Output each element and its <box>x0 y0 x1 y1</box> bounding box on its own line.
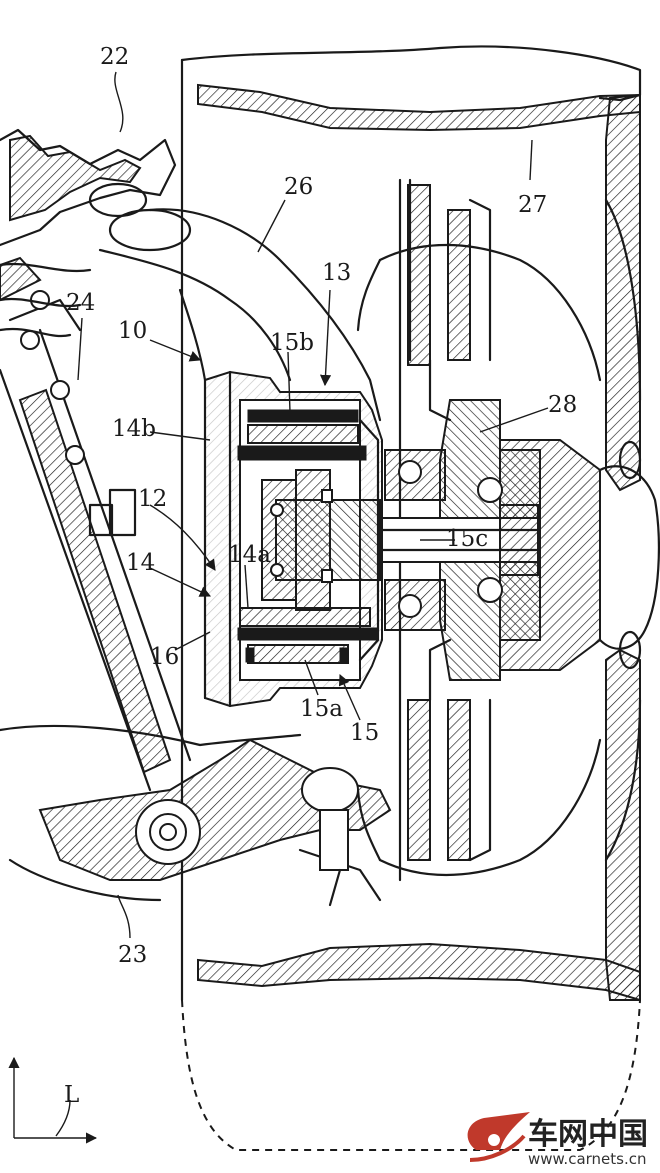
label-14a: 14a <box>228 542 271 568</box>
reference-labels: 22 26 27 13 24 10 15b 28 14b 12 15c 14a … <box>64 44 577 1108</box>
wheel-rim <box>180 45 660 1151</box>
label-13: 13 <box>322 260 351 286</box>
label-10: 10 <box>118 318 147 344</box>
label-15a: 15a <box>300 696 343 722</box>
label-24: 24 <box>66 290 95 316</box>
label-23: 23 <box>118 942 147 968</box>
label-L: L <box>64 1082 79 1108</box>
label-22: 22 <box>100 44 129 70</box>
label-28: 28 <box>548 392 577 418</box>
label-15: 15 <box>350 720 379 746</box>
lower-arm-23 <box>0 724 392 907</box>
label-27: 27 <box>518 192 547 218</box>
label-15c: 15c <box>446 526 488 552</box>
label-12: 12 <box>138 486 167 512</box>
leader-lines <box>77 71 549 939</box>
knuckle-arm-26 <box>98 208 382 422</box>
damper-24 <box>0 256 192 792</box>
carnets-logo <box>467 1112 530 1162</box>
label-16: 16 <box>150 644 179 670</box>
watermark-url: www.carnets.cn <box>528 1150 647 1168</box>
hub-shaft <box>379 399 542 681</box>
upper-link-22 <box>0 128 192 252</box>
label-14: 14 <box>126 550 155 576</box>
label-14b: 14b <box>112 416 156 442</box>
axis-indicator <box>8 1056 98 1144</box>
brake-disc <box>398 178 492 882</box>
motor-housing <box>203 370 383 708</box>
watermark-brand: 车网中国 <box>528 1117 648 1152</box>
label-15b: 15b <box>270 330 314 356</box>
label-26: 26 <box>284 174 313 200</box>
